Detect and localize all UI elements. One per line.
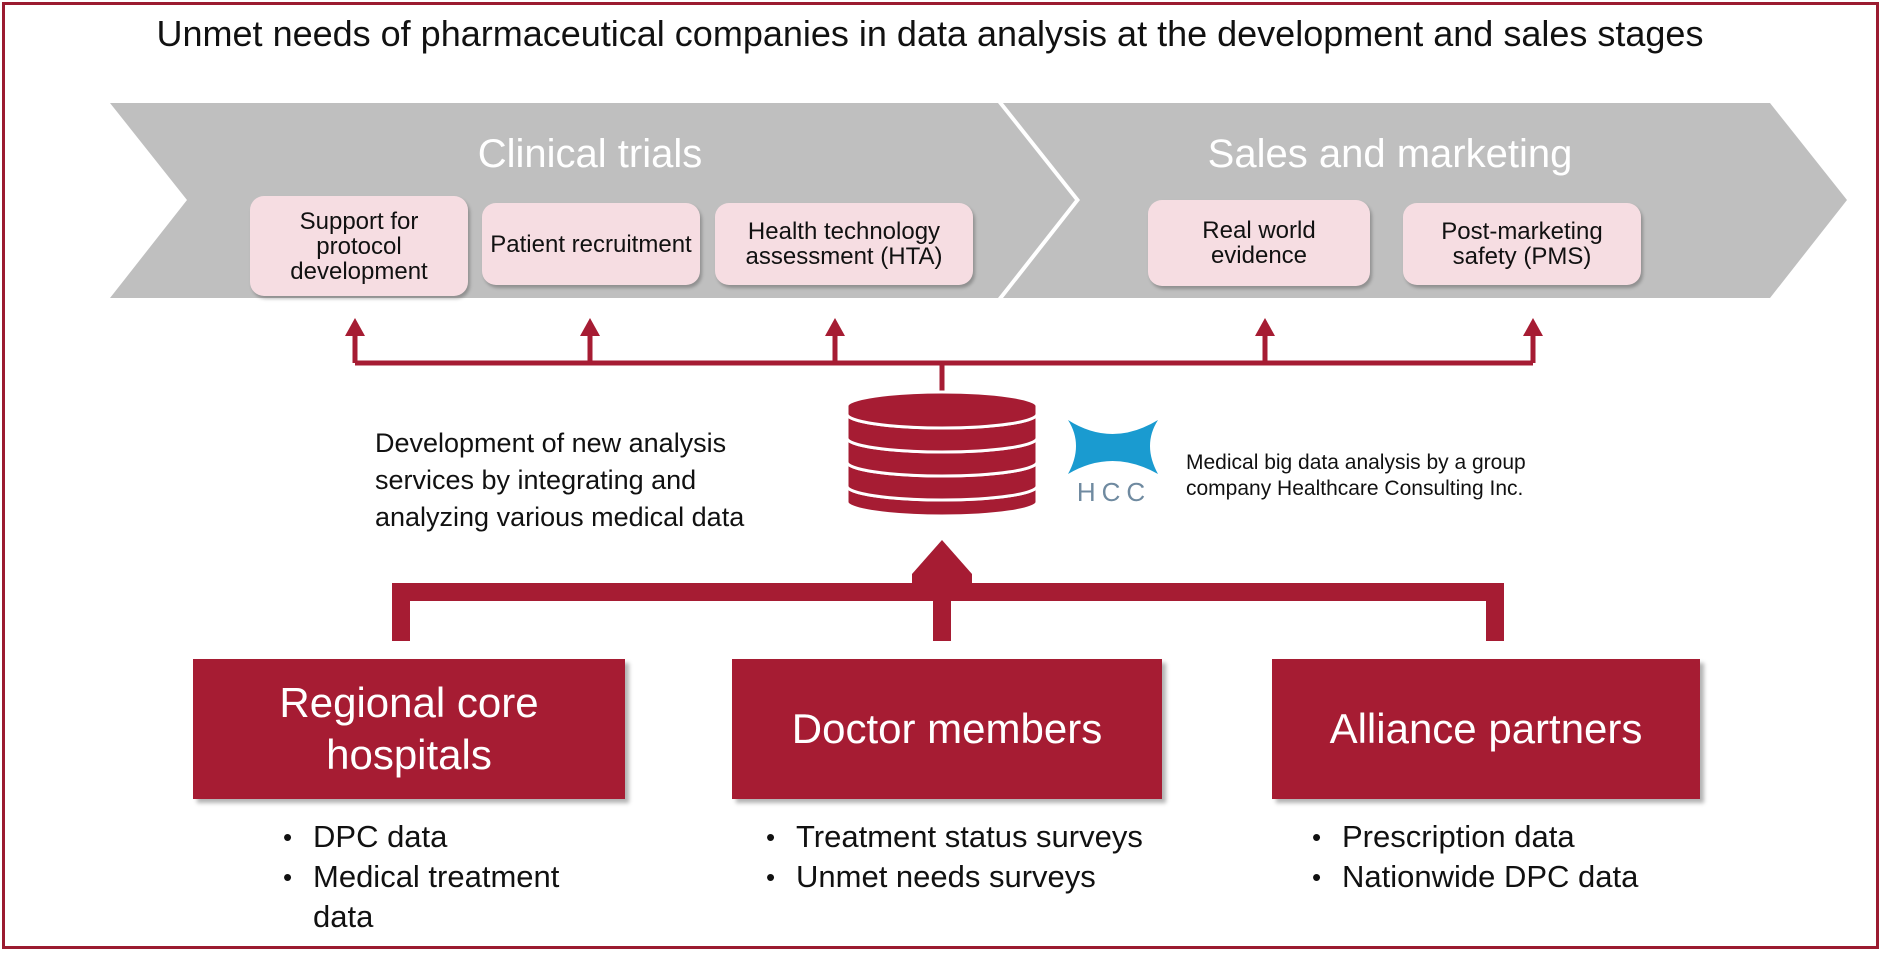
list-item: DPC data [283,817,603,857]
diagram-title: Unmet needs of pharmaceutical companies … [156,13,1704,54]
database-icon [845,390,1039,518]
sources-bracket [392,540,1504,641]
list-item: Nationwide DPC data [1312,857,1642,897]
stage-title-clinical-trials: Clinical trials [477,132,703,176]
source-regional-core-hospitals: Regional core hospitals [193,659,625,799]
hcc-logo-icon [1068,420,1158,474]
need-protocol-development: Support for protocol development [250,196,468,296]
need-patient-recruitment: Patient recruitment [482,203,700,285]
hcc-logo-wordmark: HCC [1076,477,1152,507]
stage-title-sales-marketing: Sales and marketing [1207,132,1573,176]
list-item: Treatment status surveys [766,817,1166,857]
list-item: Prescription data [1312,817,1642,857]
need-real-world-evidence: Real world evidence [1148,200,1370,286]
needs-arrowheads [345,318,1543,336]
alliance-data-list: Prescription data Nationwide DPC data [1312,817,1642,897]
doctor-data-list: Treatment status surveys Unmet needs sur… [766,817,1166,897]
source-doctor-members: Doctor members [732,659,1162,799]
needs-connector [352,333,1536,393]
upward-arrow-icon [912,540,972,584]
hcc-description: Medical big data analysis by a group com… [1186,451,1526,500]
need-health-technology-assessment: Health technology assessment (HTA) [715,203,973,285]
list-item: Medical treatment data [283,857,603,937]
need-post-marketing-safety: Post-marketing safety (PMS) [1403,203,1641,285]
list-item: Unmet needs surveys [766,857,1166,897]
integration-description: Development of new analysis services by … [375,428,745,532]
source-alliance-partners: Alliance partners [1272,659,1700,799]
hospital-data-list: DPC data Medical treatment data [283,817,603,937]
